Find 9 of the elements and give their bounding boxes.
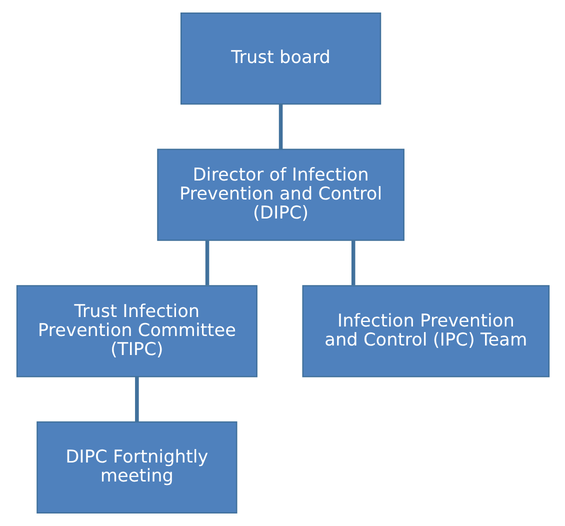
node-box: Infection Prevention and Control (IPC) Team xyxy=(302,285,550,378)
connector xyxy=(204,240,209,286)
node-box: DIPC Fortnightly meeting xyxy=(36,421,237,514)
connector xyxy=(134,376,138,422)
connector xyxy=(350,240,355,286)
node-box: Trust Infection Prevention Committee (TIPC) xyxy=(16,285,257,378)
connector xyxy=(278,104,282,149)
node-box: Director of Infection Prevention and Control (DIPC) xyxy=(156,148,404,241)
node-box: Trust board xyxy=(180,12,381,105)
